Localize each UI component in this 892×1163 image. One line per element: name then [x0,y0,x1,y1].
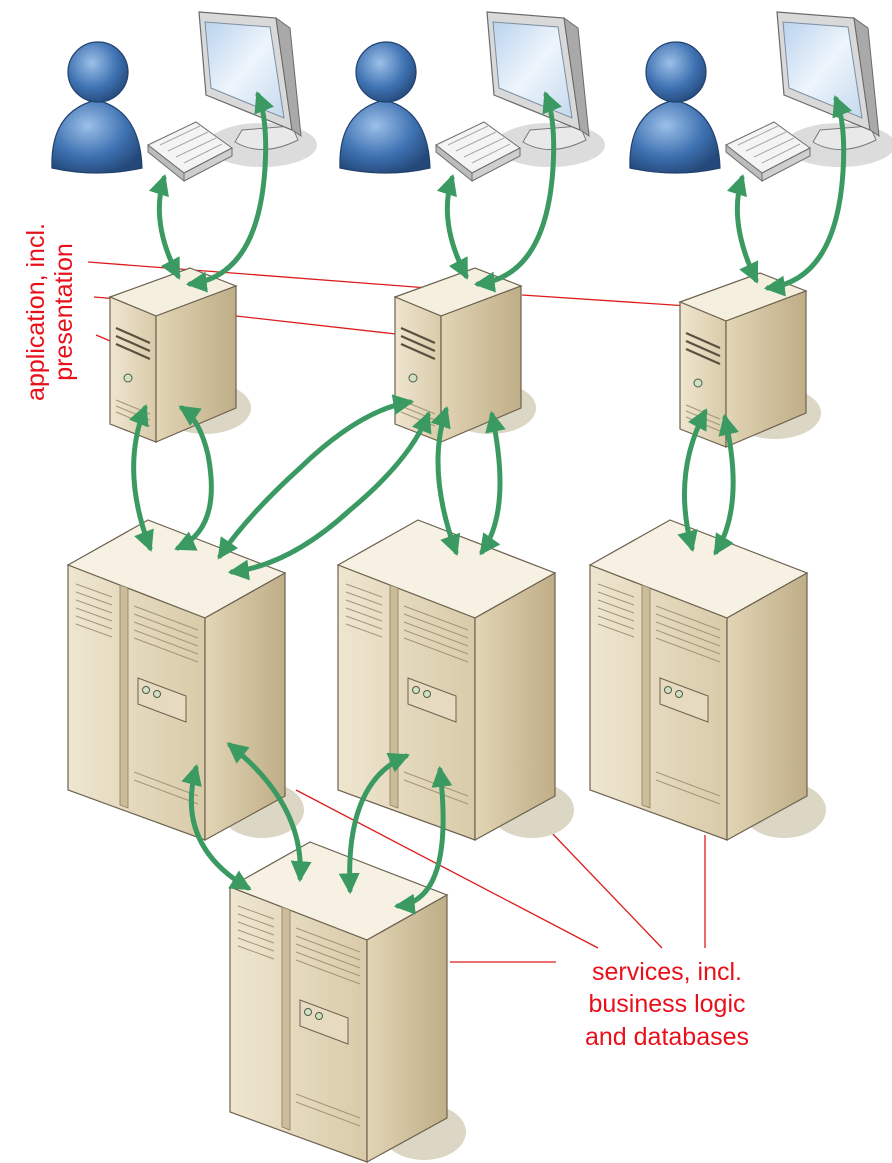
leader-line-app-4 [235,315,397,335]
leader-line-app-5 [521,294,689,307]
leader-line-app-1 [87,261,429,289]
arrow-svc1-svc4-right [226,742,312,883]
arrow-app3-svc3-right [713,413,739,556]
arrow-user1-app1 [148,173,181,280]
arrow-monitor1-app1 [185,91,274,293]
services-label-line3: and databases [585,1023,749,1051]
arrow-app3-svc3-left [677,408,708,553]
tower-server-2 [393,266,538,444]
tower-server-icon [108,267,251,443]
services-label-line2: business logic [588,990,745,1018]
arrow-monitor3-app3 [763,95,852,297]
client-workstation-3 [629,11,892,182]
arrow-svc2-svc4-left [338,752,410,895]
client-row [51,11,892,183]
client-workstation-2 [339,11,606,182]
app-server-row [108,266,823,449]
arrow-user3-app3 [726,173,759,284]
monitor-icon [198,11,302,151]
arrow-svc2-svc4-right [393,765,453,915]
client-workstation [51,11,317,183]
application-label-line1: application, incl. [22,223,50,401]
arrow-user2-app2 [436,173,469,280]
arrow-app2-svc1-b [227,411,432,581]
rack-server-2 [337,519,575,841]
rack-server-3 [589,519,827,841]
application-label-line2: presentation [50,243,78,381]
person-icon [51,41,143,174]
arrow-app1-svc1-right [174,405,214,551]
services-label-line1: services, incl. [592,958,742,986]
keyboard-icon [147,121,233,183]
arrow-app2-svc2-left [430,406,461,556]
arrow-app2-svc2-right [479,410,506,556]
arrow-monitor2-app2 [473,91,562,293]
flow-arrows [128,91,852,915]
rack-server-icon [66,519,304,842]
service-server-row [66,519,827,1163]
arrow-app1-svc1-left [128,404,154,552]
